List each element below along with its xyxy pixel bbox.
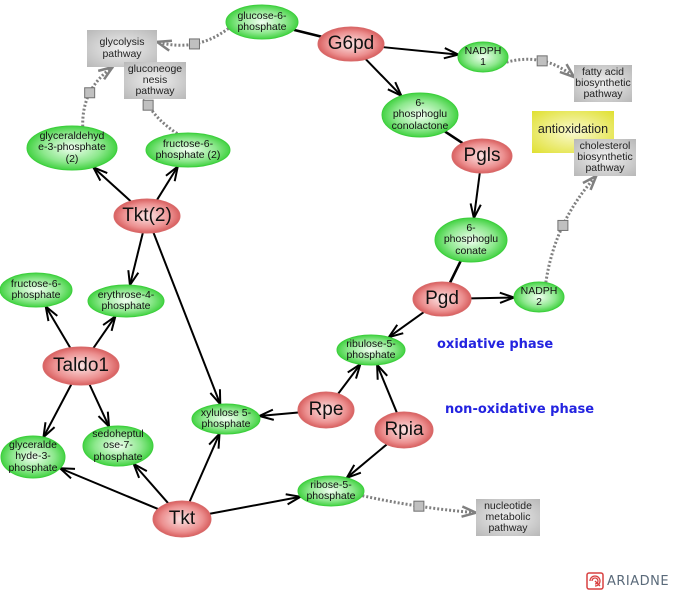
- oxidative-phase-label: oxidative phase: [437, 337, 554, 352]
- edge-g6pd-to-pgl6: [365, 58, 404, 98]
- pathway-node-chol[interactable]: [574, 139, 636, 176]
- edge-tkt-to-r5p: [209, 493, 304, 515]
- non-oxidative-phase-label: non-oxidative phase: [445, 402, 595, 417]
- pathway-node-glycolysis[interactable]: [87, 30, 157, 67]
- edge-rpe-to-x5p: [256, 408, 299, 421]
- link-connector-square: [188, 38, 200, 50]
- edge-tkt2-to-g3p2: [91, 165, 132, 202]
- edge-g6p-to-glycolysis: [153, 27, 230, 52]
- edge-taldo1-to-e4p: [92, 313, 118, 349]
- metabolite-node-g3p2[interactable]: [26, 125, 118, 171]
- enzyme-node-rpia[interactable]: [374, 411, 434, 449]
- enzyme-node-rpe[interactable]: [297, 391, 355, 429]
- edge-pgls-to-pg6: [469, 172, 482, 221]
- metabolite-node-nadph1[interactable]: [457, 41, 509, 73]
- edge-r5p-to-nucleo: [362, 494, 480, 518]
- enzyme-node-tkt[interactable]: [152, 500, 212, 538]
- edge-g3p2-to-glycolysis: [81, 64, 116, 127]
- edge-pgl6-to-pgls: [444, 130, 464, 145]
- enzyme-node-pgls[interactable]: [451, 138, 513, 174]
- metabolite-node-s7p[interactable]: [82, 425, 154, 467]
- link-connector-square: [536, 55, 548, 67]
- edge-g6pd-to-nadph1: [383, 46, 462, 60]
- pathway-node-nucleo[interactable]: [476, 499, 540, 536]
- pathway-node-gluconeo[interactable]: [124, 62, 186, 99]
- edge-taldo1-to-g3p: [42, 383, 73, 440]
- edge-g6p-to-g6pd: [293, 28, 322, 38]
- edge-pgd-to-ru5p: [386, 311, 425, 339]
- metabolite-node-g6p[interactable]: [225, 4, 299, 40]
- logo-text: ARIADNE: [607, 573, 670, 589]
- enzyme-node-pgd[interactable]: [412, 281, 472, 317]
- enzyme-node-tkt2[interactable]: [113, 198, 181, 234]
- edge-tkt-to-x5p: [188, 431, 221, 503]
- link-connector-square: [413, 500, 425, 512]
- edge-rpe-to-ru5p: [337, 361, 363, 395]
- edge-tkt-to-s7p: [131, 461, 169, 504]
- metabolite-node-ru5p[interactable]: [336, 334, 406, 366]
- metabolite-node-pgl6[interactable]: [381, 92, 459, 138]
- metabolite-node-f6p2[interactable]: [145, 132, 231, 168]
- edge-rpia-to-r5p: [344, 443, 388, 480]
- edge-pg6-to-pgd: [448, 260, 462, 284]
- metabolite-node-x5p[interactable]: [191, 403, 261, 435]
- link-connector-square: [557, 219, 569, 231]
- ariadne-logo: ARIADNE: [586, 572, 669, 590]
- metabolite-node-f6p[interactable]: [0, 272, 73, 308]
- link-connector-square: [84, 87, 96, 99]
- edge-taldo1-to-f6p: [44, 303, 72, 349]
- edge-nadph1-to-fatty: [506, 55, 577, 80]
- edge-tkt2-to-e4p: [127, 232, 144, 288]
- edge-tkt2-to-f6p2: [156, 164, 180, 201]
- ariadne-maze-icon: [586, 572, 604, 590]
- link-connector-square: [142, 99, 154, 111]
- pathway-node-fatty[interactable]: [574, 65, 632, 102]
- edge-rpia-to-ru5p: [375, 362, 398, 413]
- metabolite-node-nadph2[interactable]: [513, 281, 565, 313]
- metabolite-node-pg6[interactable]: [434, 217, 508, 263]
- edge-nadph2-to-chol: [544, 173, 599, 283]
- edge-taldo1-to-s7p: [88, 384, 111, 430]
- metabolite-node-e4p[interactable]: [87, 284, 165, 318]
- metabolite-node-r5p[interactable]: [297, 475, 365, 507]
- enzyme-node-g6pd[interactable]: [317, 26, 385, 62]
- enzyme-node-taldo1[interactable]: [42, 346, 120, 386]
- metabolite-node-g3p[interactable]: [0, 435, 66, 479]
- edge-tkt2-to-x5p: [152, 232, 222, 407]
- edge-pgd-to-nadph2: [470, 291, 517, 304]
